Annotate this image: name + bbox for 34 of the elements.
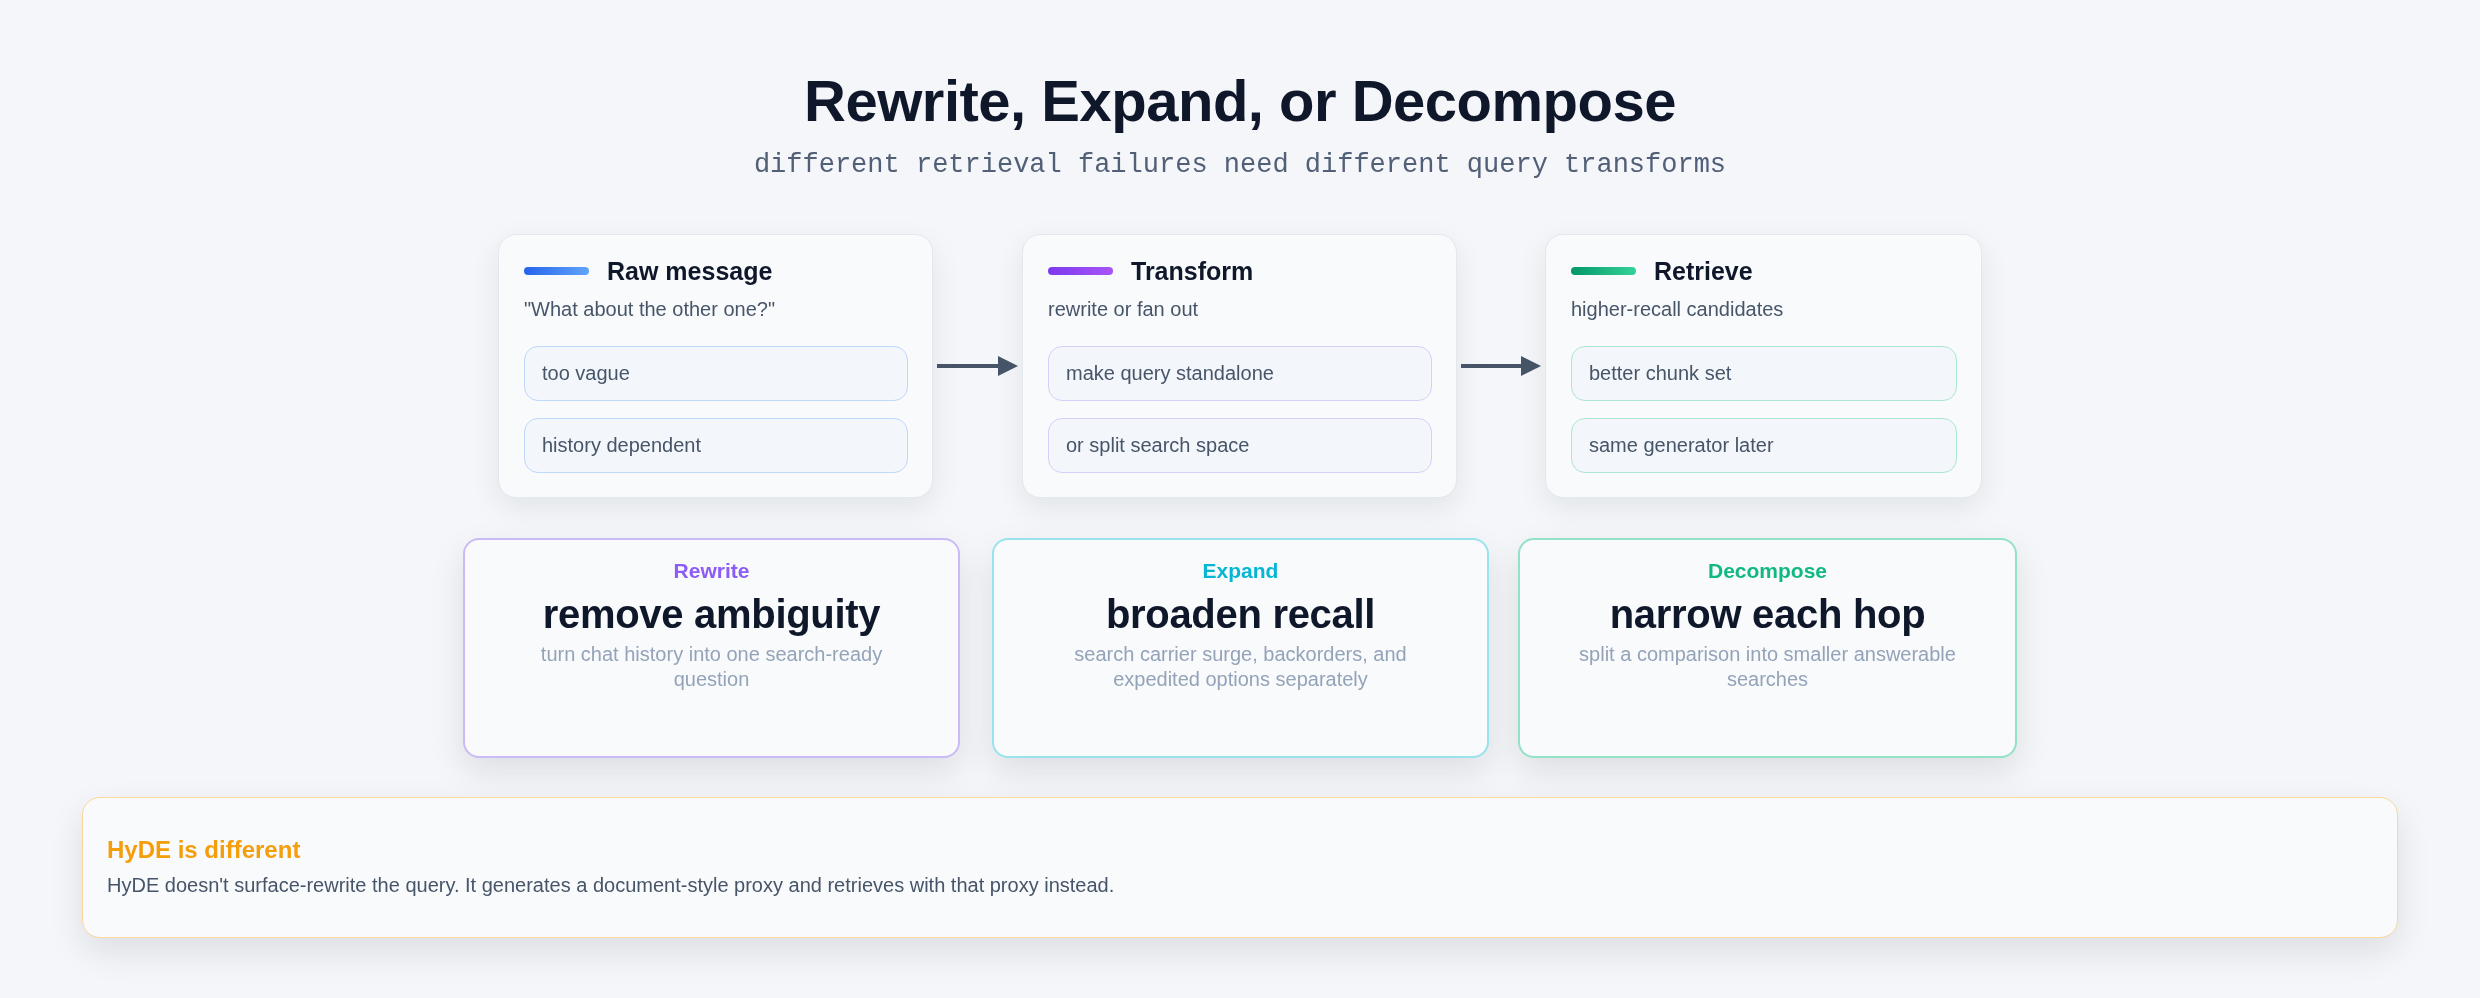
arrow bbox=[937, 356, 1018, 376]
note-title: HyDE is different bbox=[107, 835, 301, 865]
strategy-heading: remove ambiguity bbox=[542, 591, 881, 638]
strategy-heading: narrow each hop bbox=[1609, 591, 1926, 638]
strategy-card bbox=[1518, 538, 2017, 758]
note-panel bbox=[82, 797, 2398, 938]
strategy-description: search carrier surge, backorders, and expedited options separately bbox=[1073, 642, 1408, 692]
strategy-label: Expand bbox=[1202, 558, 1279, 584]
stage-title: Raw message bbox=[607, 257, 773, 285]
strategy-card bbox=[992, 538, 1489, 758]
stage-title: Retrieve bbox=[1654, 257, 1753, 285]
strategy-label: Rewrite bbox=[673, 558, 750, 584]
diagram-title: Rewrite, Expand, or Decompose bbox=[804, 67, 1676, 135]
item-pill: too vague bbox=[524, 346, 908, 401]
item-pill: better chunk set bbox=[1571, 346, 1957, 401]
strategy-card bbox=[463, 538, 960, 758]
stage-description: rewrite or fan out bbox=[1048, 297, 1200, 322]
stage-description: "What about the other one?" bbox=[524, 297, 777, 322]
arrow bbox=[1461, 356, 1541, 376]
strategy-heading: broaden recall bbox=[1105, 591, 1376, 638]
item-pill: same generator later bbox=[1571, 418, 1957, 473]
item-pill: history dependent bbox=[524, 418, 908, 473]
diagram-subtitle: different retrieval failures need different query transforms bbox=[753, 149, 1727, 182]
strategy-label: Decompose bbox=[1707, 558, 1827, 584]
stage-description: higher-recall candidates bbox=[1571, 297, 1785, 322]
stage-card bbox=[1022, 234, 1457, 498]
stage-title: Transform bbox=[1131, 257, 1254, 285]
stage-card bbox=[498, 234, 933, 498]
item-pill: make query standalone bbox=[1048, 346, 1432, 401]
item-pill: or split search space bbox=[1048, 418, 1432, 473]
note-text: HyDE doesn't surface-rewrite the query. It generates a document-style proxy and retrieves with that proxy instead. bbox=[107, 873, 1115, 898]
stage-card bbox=[1545, 234, 1982, 498]
strategy-description: split a comparison into smaller answerable searches bbox=[1578, 642, 1957, 692]
strategy-description: turn chat history into one search-ready question bbox=[539, 642, 884, 692]
